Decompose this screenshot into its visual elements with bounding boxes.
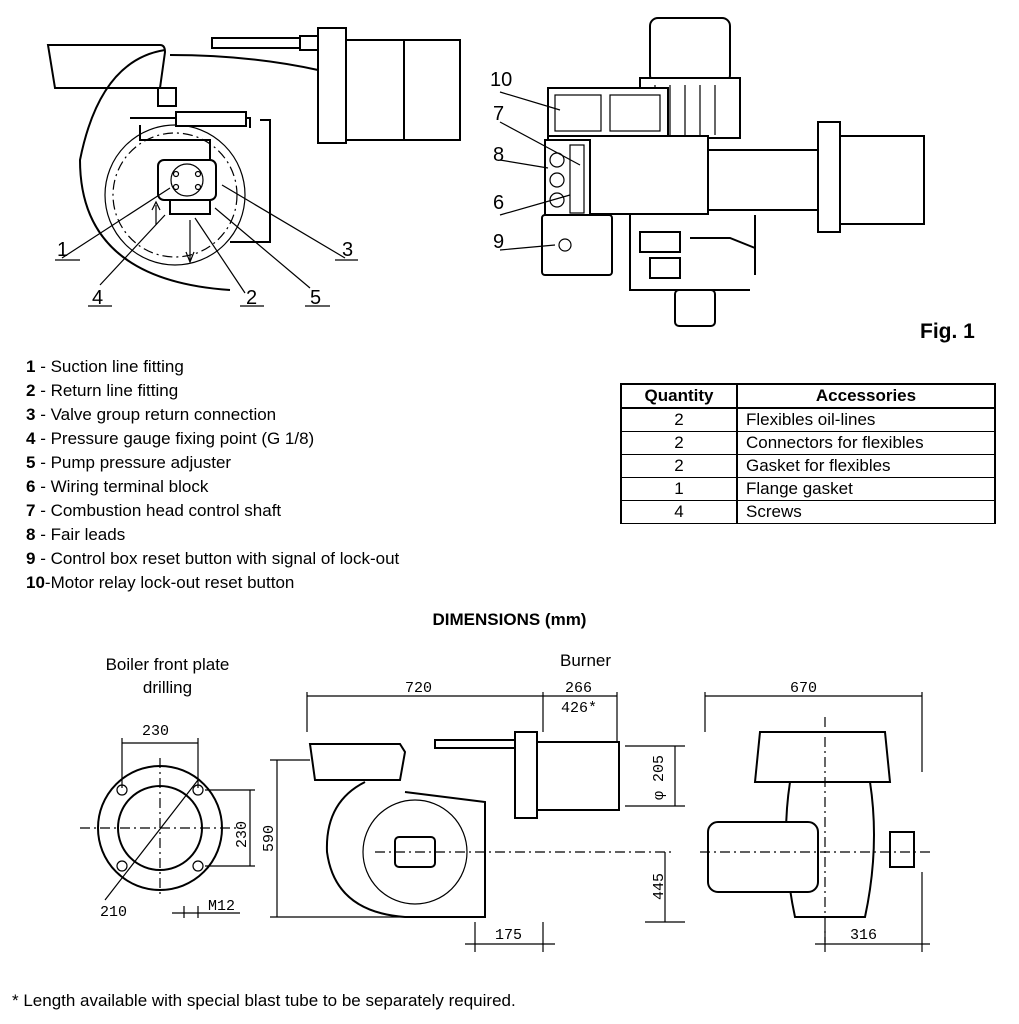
quantity-cell: 1 (620, 477, 738, 501)
footnote: * Length available with special blast tu… (12, 991, 516, 1010)
control-side-view-drawing: 10 7 8 6 9 (490, 17, 925, 327)
tube-266-label: 266 (565, 680, 592, 697)
table-header-row: Quantity Accessories (620, 383, 996, 409)
offset-175-label: 175 (495, 927, 522, 944)
callout-9: 9 (493, 231, 504, 253)
height-590-label: 590 (261, 825, 278, 852)
quantity-cell: 2 (620, 431, 738, 455)
plate-width-label: 230 (142, 723, 169, 740)
length-720-label: 720 (405, 680, 432, 697)
bolt-size-label: M12 (208, 898, 235, 915)
burner-caption: Burner (560, 651, 612, 670)
callout-4: 4 (92, 287, 103, 309)
front-width-label: 670 (790, 680, 817, 697)
tube-diameter-label: φ 205 (651, 755, 668, 800)
burner-side-dimension-drawing: 720 266 426* 590 φ 205 445 175 (261, 680, 685, 952)
parts-legend: 1 - Suction line fitting 2 - Return line… (26, 355, 399, 595)
legend-item: 1 - Suction line fitting (26, 357, 184, 376)
legend-item: 5 - Pump pressure adjuster (26, 453, 232, 472)
quantity-cell: 4 (620, 500, 738, 524)
callout-3: 3 (342, 239, 353, 261)
accessories-header: Accessories (736, 383, 996, 409)
legend-item: 4 - Pressure gauge fixing point (G 1/8) (26, 429, 315, 448)
figure-label: Fig. 1 (920, 320, 975, 343)
plate-diameter-label: 210 (100, 904, 127, 921)
pump-side-view-drawing: 1 2 3 4 5 (46, 27, 461, 309)
legend-item: 8 - Fair leads (26, 525, 126, 544)
callout-1: 1 (57, 239, 68, 261)
dimensions-title: DIMENSIONS (mm) (432, 610, 587, 629)
legend-item: 2 - Return line fitting (26, 381, 179, 400)
front-half-label: 316 (850, 927, 877, 944)
quantity-header: Quantity (620, 383, 738, 409)
callout-8: 8 (493, 144, 504, 166)
tube-426-label: 426* (561, 700, 597, 717)
accessory-cell: Screws (736, 500, 996, 524)
axis-height-label: 445 (651, 873, 668, 900)
accessory-cell: Gasket for flexibles (736, 454, 996, 478)
callout-7: 7 (493, 103, 504, 125)
accessory-cell: Flexibles oil-lines (736, 407, 996, 432)
callout-5: 5 (310, 287, 321, 309)
plate-caption: Boiler front plate drilling (105, 655, 230, 697)
callout-10: 10 (490, 69, 512, 91)
quantity-cell: 2 (620, 454, 738, 478)
legend-item: 7 - Combustion head control shaft (26, 501, 282, 520)
legend-item: 6 - Wiring terminal block (26, 477, 209, 496)
burner-front-dimension-drawing: 670 316 (700, 680, 930, 952)
callout-2: 2 (246, 287, 257, 309)
plate-height-label: 230 (234, 821, 251, 848)
legend-item: 3 - Valve group return connection (26, 405, 277, 424)
accessory-cell: Connectors for flexibles (736, 431, 996, 455)
accessory-cell: Flange gasket (736, 477, 996, 501)
quantity-cell: 2 (620, 407, 738, 432)
legend-item: 10-Motor relay lock-out reset button (26, 573, 295, 592)
plate-drilling-drawing: 230 230 210 M12 (80, 723, 255, 921)
callout-6: 6 (493, 192, 504, 214)
legend-item: 9 - Control box reset button with signal… (26, 549, 400, 568)
